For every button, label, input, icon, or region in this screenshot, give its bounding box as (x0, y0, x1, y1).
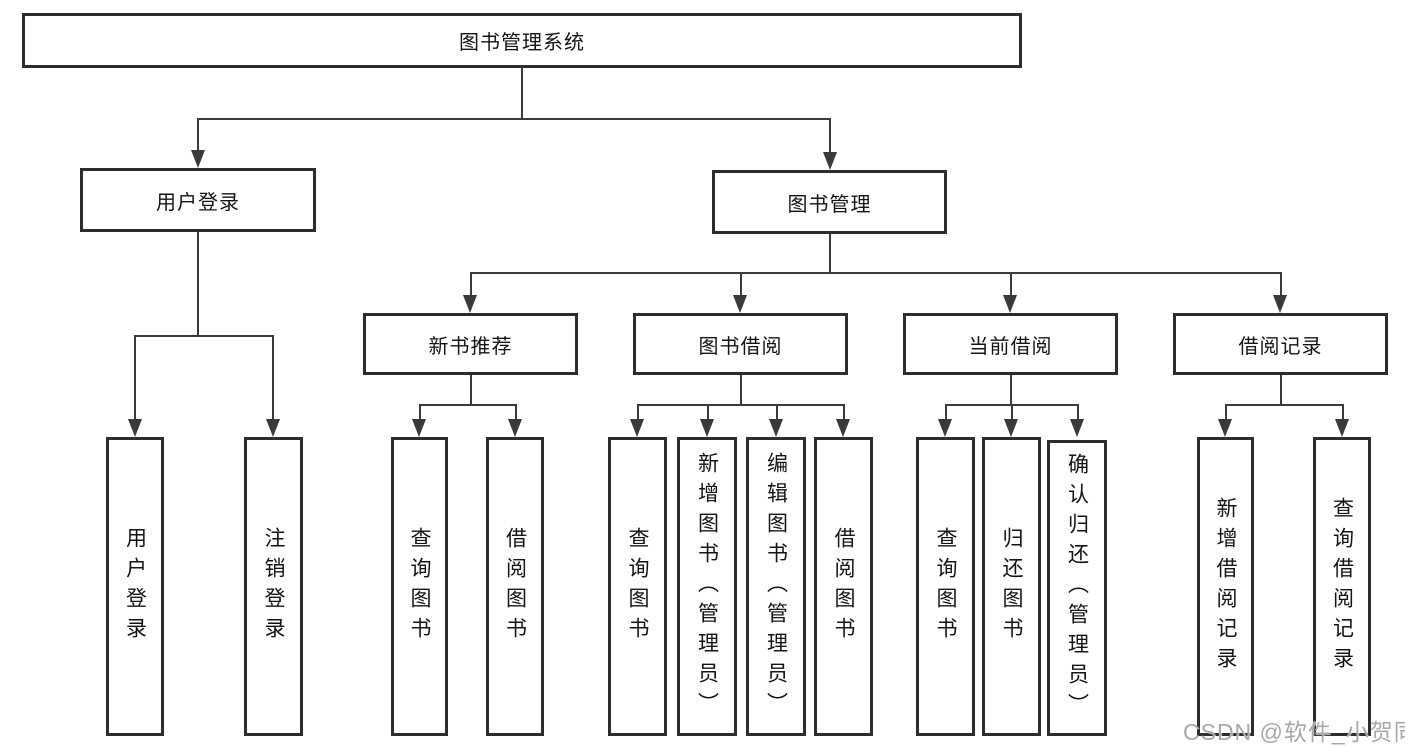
csdn-watermark: CSDN @软件_小贺同学 (1183, 719, 1405, 745)
arrowhead (836, 419, 850, 437)
leaf-label: 确认归还（管理员） (1065, 453, 1089, 723)
node-new-book-recommend: 新书推荐 (363, 313, 578, 375)
arrowhead (823, 152, 837, 170)
connector (521, 68, 523, 118)
node-book-borrow: 图书借阅 (633, 313, 848, 375)
connector (470, 272, 1281, 274)
connector (1077, 404, 1079, 421)
connector (740, 272, 742, 297)
leaf-label: 查询图书 (626, 526, 649, 647)
arrowhead (938, 419, 952, 437)
leaf-borrow-book: 借阅图书 (486, 437, 544, 736)
connector (134, 335, 274, 337)
arrowhead (630, 419, 644, 437)
arrowhead (1218, 419, 1232, 437)
leaf-label: 查询借阅记录 (1330, 496, 1354, 677)
connector (515, 404, 517, 421)
arrowhead (1335, 419, 1349, 437)
node-root: 图书管理系统 (22, 13, 1022, 68)
arrowhead (769, 419, 783, 437)
leaf-confirm-return-admin: 确认归还（管理员） (1047, 440, 1107, 736)
connector (272, 335, 274, 421)
connector (197, 118, 199, 152)
connector (637, 404, 844, 406)
arrowhead (1273, 295, 1287, 313)
leaf-label: 查询图书 (408, 526, 431, 647)
node-current-borrow: 当前借阅 (903, 313, 1118, 375)
connector (843, 404, 845, 421)
connector (1010, 375, 1012, 404)
arrowhead (266, 419, 280, 437)
connector (419, 404, 421, 421)
leaf-query-book: 查询图书 (916, 437, 975, 736)
leaf-user-login: 用户登录 (106, 437, 164, 736)
leaf-label: 查询图书 (934, 526, 957, 647)
connector (134, 335, 136, 421)
connector (637, 404, 639, 421)
connector (1280, 375, 1282, 404)
leaf-add-borrow-record: 新增借阅记录 (1197, 437, 1254, 736)
leaf-logout: 注销登录 (244, 437, 303, 736)
arrowhead (128, 419, 142, 437)
connector (776, 404, 778, 421)
arrowhead (1003, 295, 1017, 313)
connector (1010, 272, 1012, 297)
node-book-mgmt: 图书管理 (712, 170, 947, 234)
connector (470, 272, 472, 297)
arrowhead (463, 295, 477, 313)
arrowhead (733, 295, 747, 313)
leaf-label: 新增借阅记录 (1214, 496, 1237, 677)
connector (829, 118, 831, 154)
arrowhead (191, 150, 205, 168)
connector (707, 404, 709, 421)
node-user-login: 用户登录 (80, 168, 316, 232)
arrowhead (508, 419, 522, 437)
connector (1280, 272, 1282, 297)
connector (197, 118, 831, 120)
leaf-label: 借阅图书 (832, 526, 855, 647)
connector (740, 375, 742, 404)
node-borrow-records: 借阅记录 (1173, 313, 1388, 375)
leaf-return-book: 归还图书 (982, 437, 1041, 736)
arrowhead (1070, 419, 1084, 437)
arrowhead (1004, 419, 1018, 437)
connector (470, 375, 472, 404)
connector (945, 404, 947, 421)
connector (1342, 404, 1344, 421)
arrowhead (412, 419, 426, 437)
leaf-borrow-book: 借阅图书 (814, 437, 873, 736)
leaf-label: 编辑图书（管理员） (764, 451, 788, 722)
leaf-label: 新增图书（管理员） (695, 451, 719, 722)
leaf-label: 注销登录 (262, 526, 285, 647)
connector (829, 234, 831, 273)
leaf-add-book-admin: 新增图书（管理员） (677, 437, 737, 736)
leaf-query-book: 查询图书 (608, 437, 667, 736)
connector (197, 232, 199, 335)
leaf-label: 用户登录 (123, 526, 147, 647)
connector (1225, 404, 1343, 406)
connector (1011, 404, 1013, 421)
leaf-query-book: 查询图书 (391, 437, 448, 736)
leaf-query-borrow-record: 查询借阅记录 (1313, 437, 1371, 736)
leaf-label: 借阅图书 (503, 526, 527, 647)
connector (1225, 404, 1227, 421)
leaf-label: 归还图书 (1000, 526, 1023, 647)
connector (419, 404, 516, 406)
leaf-edit-book-admin: 编辑图书（管理员） (746, 437, 806, 736)
arrowhead (700, 419, 714, 437)
